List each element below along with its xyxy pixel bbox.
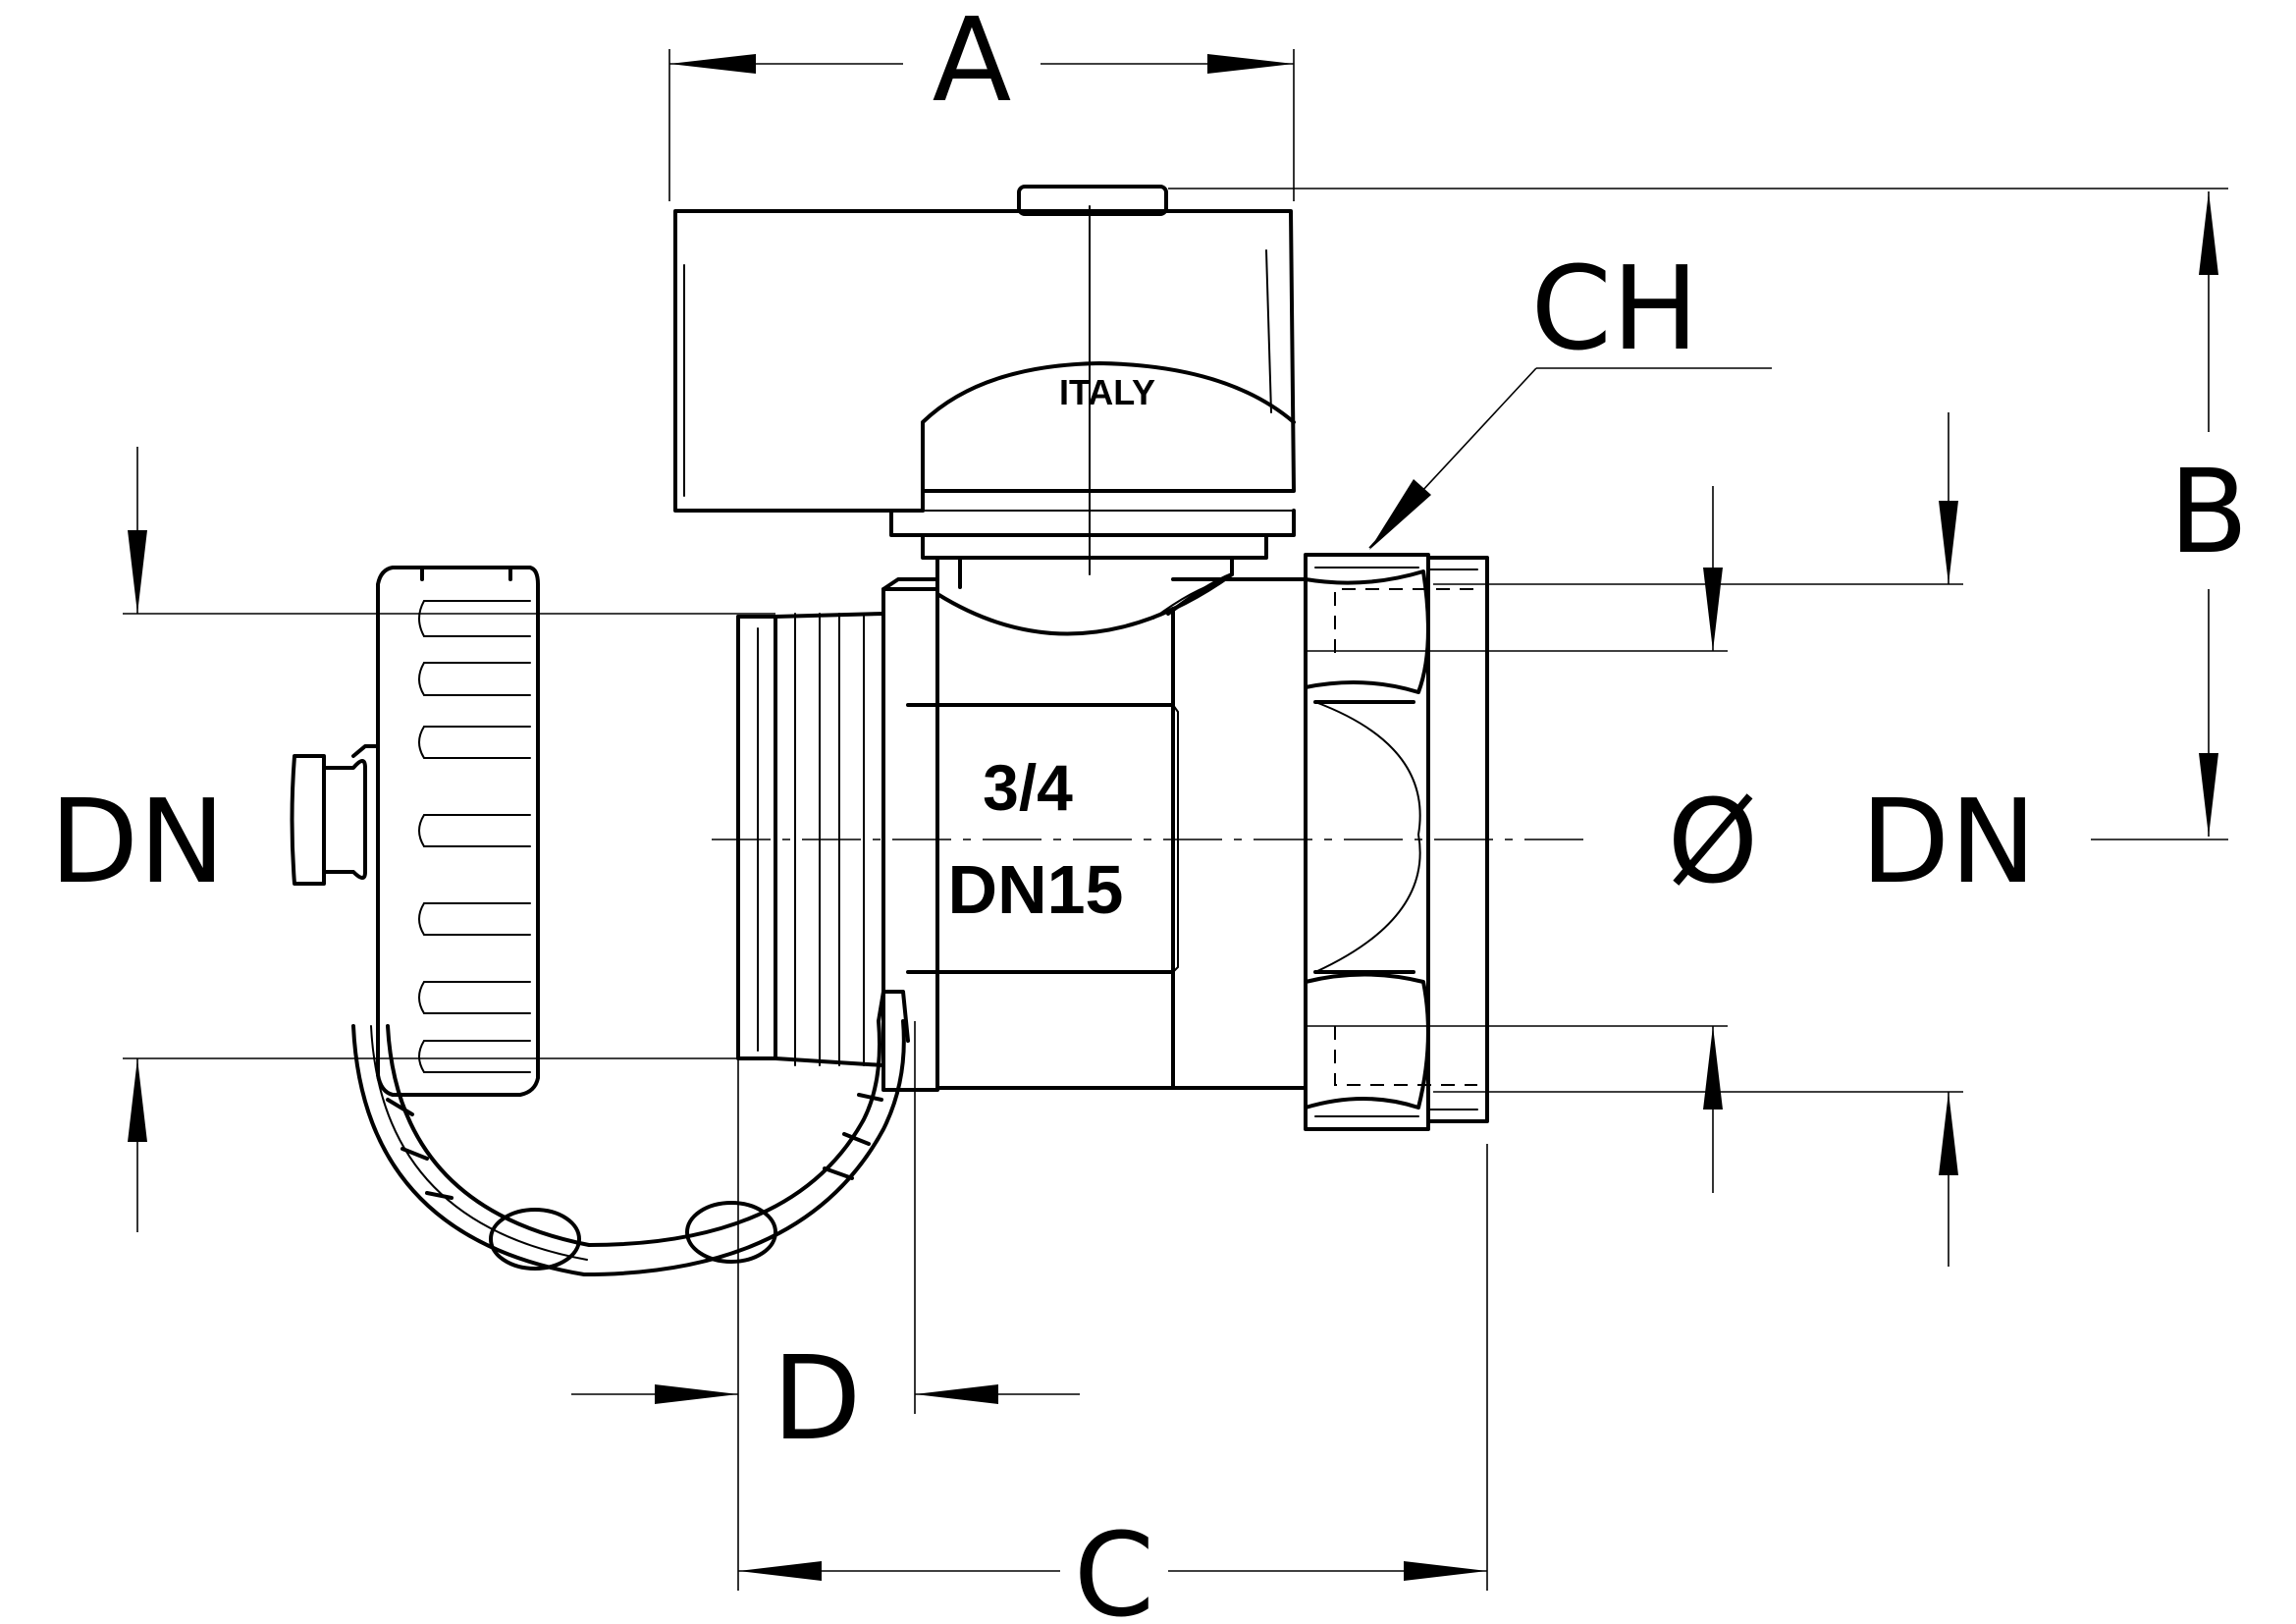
dimension-diameter-label: Ø [1668, 774, 1759, 909]
dimension-d: D [571, 1021, 1080, 1591]
dimension-dn-left: DN [49, 447, 775, 1232]
valve-body-drawing: ITALY 3/4 DN15 [290, 185, 1489, 1276]
body-size-marking: 3/4 [983, 751, 1073, 824]
hex-union-nut [1304, 553, 1489, 1131]
dimension-b-label: B [2169, 444, 2249, 579]
butterfly-handle: ITALY [673, 185, 1296, 575]
dimension-dn-left-label: DN [49, 774, 225, 909]
dimension-ch: CH [1368, 241, 1772, 550]
handle-italy-marking: ITALY [1059, 372, 1155, 412]
valve-stem-neck [935, 556, 1234, 636]
threaded-end [736, 577, 939, 1092]
dimension-dn-right-label: DN [1860, 774, 2036, 909]
dimension-annotations: A B CH Ø [49, 0, 2248, 1624]
body-dn-marking: DN15 [948, 851, 1124, 928]
protective-cap [290, 566, 540, 1097]
dimension-dn-right: DN [1860, 412, 2037, 1267]
dimension-a-label: A [933, 0, 1012, 128]
dimension-c: C [738, 1144, 1488, 1624]
dimension-diameter: Ø [1306, 486, 1963, 1193]
dimension-d-label: D [773, 1330, 862, 1466]
central-body: 3/4 DN15 [906, 577, 1308, 1090]
dimension-b: B [1168, 188, 2249, 840]
dimension-a: A [668, 0, 1295, 201]
retaining-strap [351, 990, 910, 1276]
dimension-c-label: C [1074, 1507, 1154, 1624]
dimension-ch-label: CH [1530, 241, 1698, 376]
